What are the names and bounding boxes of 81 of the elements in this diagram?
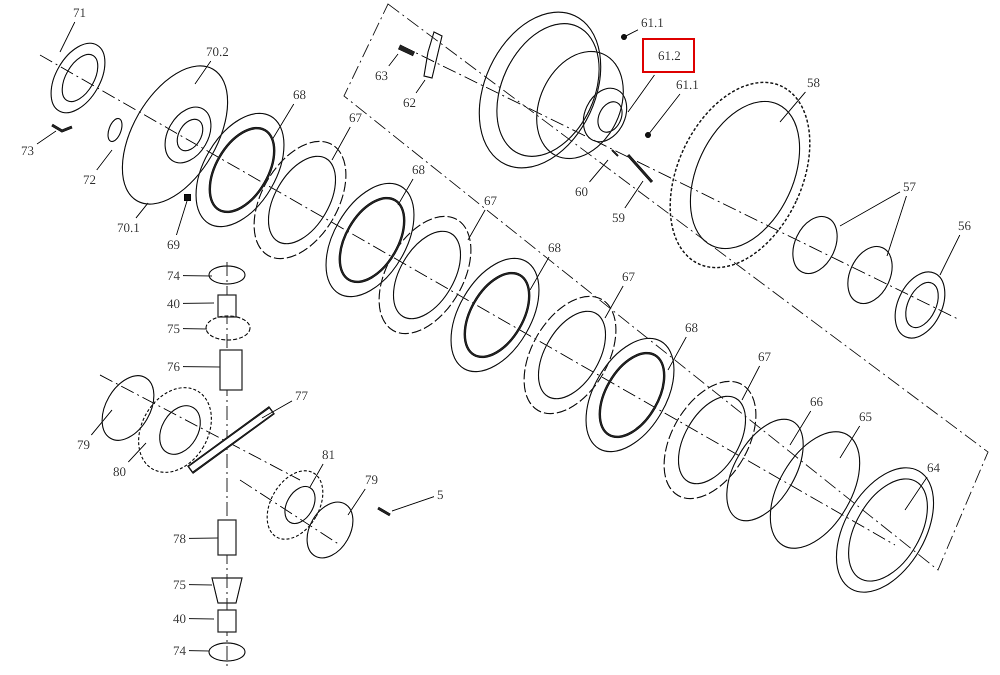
callout-number: 67 [621,269,636,284]
callout-number: 79 [364,472,379,487]
leader-line [940,234,960,276]
callout-number: 61.1 [675,77,700,92]
leader-line [176,200,188,236]
callout-number: 69 [166,237,181,252]
callout-number: 75 [172,577,187,592]
leader-line [468,210,486,240]
callout-number: 80 [112,464,127,479]
callout-number: 65 [858,409,873,424]
leader-line [194,60,212,84]
callout-number: 75 [166,321,181,336]
callout-number: 56 [957,218,972,233]
callout-number: 70.1 [116,220,141,235]
callout-number: 77 [294,388,309,403]
leader-line [332,126,351,160]
callout-number: 58 [806,75,821,90]
leader-line [645,94,680,138]
callout-number: 5 [436,487,444,502]
callout-number: 68 [411,162,426,177]
callout-number: 81 [321,447,336,462]
leader-line [135,202,148,218]
callout-number: 40 [172,611,187,626]
callout-number: 68 [684,320,699,335]
leader-line [182,275,212,276]
leader-line [398,178,414,206]
leader-line [628,74,655,112]
callout-number: 67 [757,349,772,364]
callout-number: 62 [402,95,417,110]
leader-line [188,538,218,539]
leader-line [530,256,550,290]
callout-number: 66 [809,394,824,409]
callout-number: 63 [374,68,389,83]
leader-line [388,54,398,66]
callout-number: 64 [926,460,941,475]
leader-line [90,410,112,436]
leader-line [790,410,812,446]
callout-number: 70.2 [205,44,230,59]
leader-line [188,584,212,586]
callout-number: 74 [172,643,187,658]
leader-line [348,488,366,516]
callout-number: 79 [76,437,91,452]
highlighted-callout-number: 61.2 [642,38,695,73]
callout-number: 61.1 [640,15,665,30]
leader-line [886,196,907,256]
callout-number: 71 [72,5,87,20]
callout-number: 68 [547,240,562,255]
callout-number: 67 [483,193,498,208]
leader-line [904,476,928,510]
leader-line [668,336,687,370]
leader-line [416,80,426,94]
leader-line [36,130,56,144]
callout-number: 68 [292,87,307,102]
leader-line [392,496,434,512]
leader-line [262,400,292,418]
callout-number: 57 [902,179,917,194]
leader-line [128,442,146,462]
callout-number: 73 [20,143,35,158]
leader-line [604,286,624,318]
leader-line [182,302,214,304]
leader-line [780,92,806,122]
callout-number: 76 [166,359,181,374]
leader-line [840,191,900,226]
callout-number: 59 [611,210,626,225]
callout-number: 72 [82,172,97,187]
leader-line [182,366,220,368]
callout-number: 60 [574,184,589,199]
callout-number: 74 [166,268,181,283]
leader-line [589,160,608,182]
callout-number: 67 [348,110,363,125]
leader-line [188,618,214,620]
leader-line [624,180,644,208]
callout-number: 40 [166,296,181,311]
leader-line [182,328,208,330]
leader-line [621,29,638,40]
leader-line [60,22,76,52]
leader-line [96,150,112,170]
callout-number: 78 [172,531,187,546]
leader-line [188,650,210,652]
leader-line [742,366,760,400]
leader-line [272,104,294,140]
